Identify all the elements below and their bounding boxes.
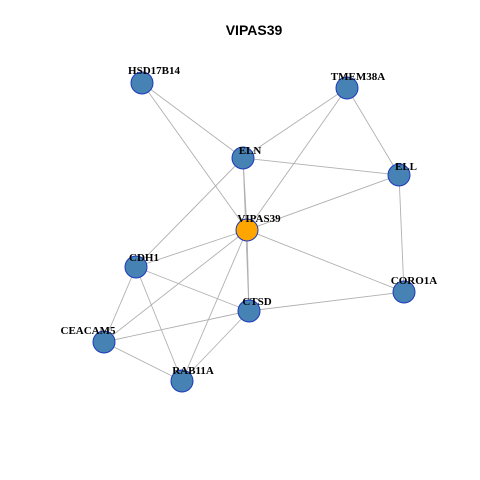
node-label-tmem38a: TMEM38A <box>331 71 385 83</box>
edge-coro1a-ctsd <box>248 291 405 312</box>
edge-tmem38a-vipas39 <box>246 87 348 231</box>
node-label-coro1a: CORO1A <box>391 275 438 287</box>
edge-ell-coro1a <box>398 174 405 293</box>
edge-vipas39-ceacam5 <box>103 229 248 343</box>
node-label-cdh1: CDH1 <box>129 252 159 264</box>
graph-title: VIPAS39 <box>226 22 283 38</box>
node-rab11a[interactable] <box>170 369 194 393</box>
edge-hsd17b14-eln <box>141 82 244 159</box>
edges-layer <box>103 82 405 382</box>
node-label-ctsd: CTSD <box>242 296 271 308</box>
node-label-rab11a: RAB11A <box>172 365 214 377</box>
edge-vipas39-ctsd <box>246 229 250 312</box>
edge-vipas39-coro1a <box>246 229 405 293</box>
node-coro1a[interactable] <box>392 280 416 304</box>
edge-vipas39-rab11a <box>181 229 248 382</box>
node-vipas39[interactable] <box>235 218 259 242</box>
edge-ell-vipas39 <box>246 174 400 231</box>
edge-cdh1-rab11a <box>135 266 183 382</box>
edge-hsd17b14-vipas39 <box>141 82 248 231</box>
node-label-vipas39: VIPAS39 <box>237 213 281 225</box>
edge-cdh1-ctsd <box>135 266 250 312</box>
edge-tmem38a-eln <box>242 87 348 159</box>
node-label-ell: ELL <box>395 161 417 173</box>
node-label-ceacam5: CEACAM5 <box>61 325 116 337</box>
node-cdh1[interactable] <box>124 255 148 279</box>
edge-eln-cdh1 <box>135 157 244 268</box>
edge-ceacam5-rab11a <box>103 341 183 382</box>
node-ctsd[interactable] <box>237 299 261 323</box>
edge-vipas39-cdh1 <box>135 229 248 268</box>
node-ceacam5[interactable] <box>92 330 116 354</box>
node-label-eln: ELN <box>239 145 262 157</box>
edge-cdh1-ceacam5 <box>103 266 137 343</box>
node-ell[interactable] <box>387 163 411 187</box>
edge-eln-ell <box>242 157 400 176</box>
edge-ctsd-ceacam5 <box>103 310 250 343</box>
node-label-hsd17b14: HSD17B14 <box>128 65 180 77</box>
edge-tmem38a-ell <box>346 87 400 176</box>
edge-ctsd-rab11a <box>181 310 250 382</box>
nodes-layer <box>92 71 416 393</box>
node-hsd17b14[interactable] <box>130 71 154 95</box>
node-eln[interactable] <box>231 146 255 170</box>
node-tmem38a[interactable] <box>335 76 359 100</box>
